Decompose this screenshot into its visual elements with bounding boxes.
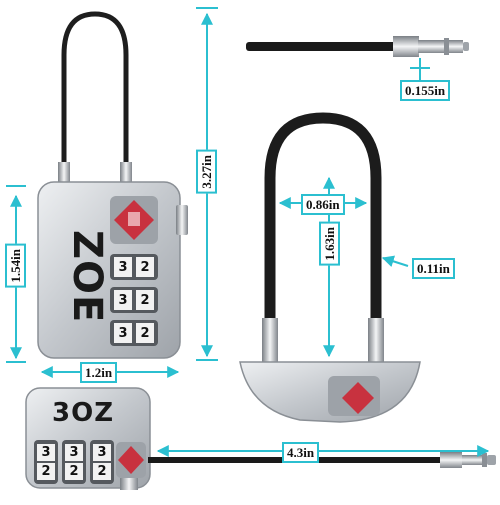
dial-digit: 2 <box>140 326 150 341</box>
shackle-cable-large <box>264 112 382 330</box>
dial-digit: 2 <box>97 464 107 479</box>
dial-digit: 3 <box>97 445 107 460</box>
cable-end-fitting <box>393 36 419 57</box>
tsa-keyhole <box>128 212 140 226</box>
dial-digit: 3 <box>69 445 79 460</box>
shackle-ferrule-right <box>368 318 384 362</box>
combination-dials-horizontal <box>34 440 114 484</box>
ferrule-right <box>120 162 132 184</box>
body-width-label: 1.2in <box>80 362 118 383</box>
cable-length-label: 4.3in <box>282 442 320 463</box>
ferrule-left <box>58 162 70 184</box>
lock-front-view <box>6 7 218 378</box>
combination-dials <box>110 254 158 346</box>
shackle-height-label: 1.63in <box>319 222 340 266</box>
cable-thickness-view <box>246 36 469 84</box>
dial-digit: 2 <box>140 293 150 308</box>
release-button <box>176 205 188 235</box>
total-height-label: 3.27in <box>196 150 217 194</box>
dial-digit: 2 <box>140 260 150 275</box>
tsa-indicator-icon-3 <box>118 446 144 474</box>
shackle-diameter-label: 0.11in <box>412 258 455 279</box>
cable-end-fitting-2 <box>440 452 462 468</box>
shackle-width-label: 0.86in <box>301 194 345 215</box>
dial-digit: 3 <box>118 260 128 275</box>
tsa-indicator-icon-2 <box>342 382 374 414</box>
cable-shackle <box>61 11 129 178</box>
dial-digit: 2 <box>69 464 79 479</box>
dial-digit: 3 <box>41 445 51 460</box>
brand-logo-horizontal: 3OZ <box>52 398 115 428</box>
shackle-ferrule-left <box>262 318 278 362</box>
brand-logo-vertical: ZOE <box>64 230 110 324</box>
shackle-detail-view <box>239 112 421 423</box>
body-height-label: 1.54in <box>5 244 26 288</box>
cable-thickness-label: 0.155in <box>400 80 451 101</box>
dial-digit: 3 <box>118 326 128 341</box>
dial-digit: 2 <box>41 464 51 479</box>
dial-digit: 3 <box>118 293 128 308</box>
cable-segment <box>246 42 396 51</box>
